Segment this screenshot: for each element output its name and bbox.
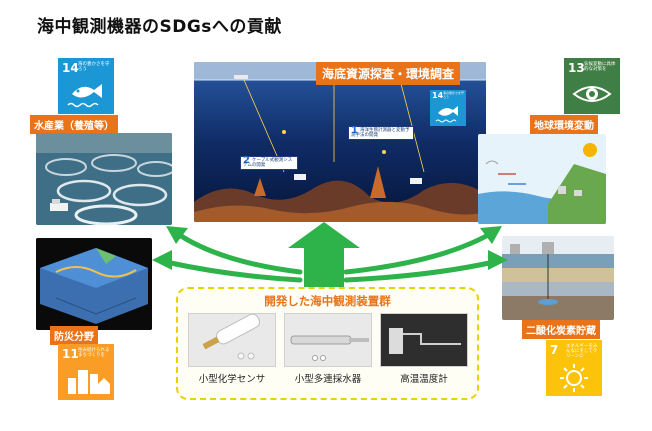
fish-farm-illustration xyxy=(36,133,172,225)
arrow-up-center xyxy=(288,222,360,288)
chemical-sensor-image xyxy=(188,313,276,367)
page-title: 海中観測機器のSDGsへの貢献 xyxy=(37,17,282,37)
label-aquaculture: 水産業（養殖等） xyxy=(30,115,118,134)
sdg-14-badge-left: 14 海の豊かさを守ろう xyxy=(58,58,114,114)
city-buildings-icon xyxy=(68,370,110,394)
thermometer-image xyxy=(380,313,468,367)
arrow-to-disaster xyxy=(163,259,303,283)
sun-power-icon xyxy=(560,364,588,392)
sdg-7-badge: 7 エネルギーをみんなにそしてクリーンに xyxy=(546,340,602,396)
sdg-14-badge-center: 14 海の豊かさを守ろう xyxy=(430,90,466,126)
global-environment-image xyxy=(478,134,606,224)
sdg-11-badge: 11 住み続けられるまちづくりを xyxy=(58,344,114,400)
label-seabed-survey: 海底資源探査・環境調査 xyxy=(316,62,461,85)
water-sampler-illustration xyxy=(285,314,371,366)
thermometer-illustration xyxy=(381,314,467,366)
sdg-text: エネルギーをみんなにそしてクリーンに xyxy=(566,344,598,359)
carbon-cycle-illustration xyxy=(478,134,606,224)
step-tag-2: 2 ケーブル式観測システムの開発 xyxy=(240,156,298,170)
sdg-text: 海の豊かさを守ろう xyxy=(443,91,465,99)
arrowhead-aquaculture xyxy=(166,226,188,244)
step-text: ケーブル式観測システムの開発 xyxy=(243,158,293,168)
arrow-to-co2 xyxy=(343,259,497,283)
sdg-number: 14 xyxy=(432,91,444,100)
arrowhead-environment xyxy=(480,226,502,244)
step-tag-1: 1 海洋生態計測器と変動予測手法の開発 xyxy=(348,126,414,140)
earth-eye-icon xyxy=(572,86,612,102)
step-text: 海洋生態計測器と変動予測手法の開発 xyxy=(351,128,410,138)
disaster-prevention-image xyxy=(36,238,152,330)
label-global-environment: 地球環境変動 xyxy=(530,115,598,134)
devices-group: 開発した海中観測装置群 小型化学センサ 小型多連採水器 高温温度計 xyxy=(176,287,479,400)
sdg-text: 住み続けられるまちづくりを xyxy=(78,348,110,358)
ocean-survey-illustration xyxy=(194,62,486,222)
step-number: 1 xyxy=(351,125,358,136)
ocean-survey-image xyxy=(194,62,486,222)
arrow-to-aquaculture xyxy=(175,231,303,275)
label-disaster-prevention: 防災分野 xyxy=(50,326,98,345)
fish-icon xyxy=(67,84,102,108)
geological-layers-illustration xyxy=(502,236,614,320)
arrow-to-environment xyxy=(343,231,493,275)
sdg-number: 11 xyxy=(62,347,79,361)
sdg-text: 海の豊かさを守ろう xyxy=(78,62,110,72)
device-caption-chemical-sensor: 小型化学センサ xyxy=(198,374,266,385)
chemical-sensor-illustration xyxy=(189,314,275,366)
sdg-number: 13 xyxy=(568,61,585,75)
label-co2-storage: 二酸化炭素貯蔵 xyxy=(522,320,600,339)
co2-storage-image xyxy=(502,236,614,320)
water-sampler-image xyxy=(284,313,372,367)
sdg-number: 14 xyxy=(62,61,79,75)
device-caption-water-sampler: 小型多連採水器 xyxy=(294,374,362,385)
sdg-number: 7 xyxy=(550,343,559,357)
sdg-13-badge: 13 気候変動に具体的な対策を xyxy=(564,58,620,114)
fish-icon xyxy=(435,106,458,123)
arrowhead-disaster xyxy=(152,250,172,270)
seafloor-terrain-illustration xyxy=(36,238,152,330)
device-caption-thermometer: 高温温度計 xyxy=(400,374,448,385)
sdg-text: 気候変動に具体的な対策を xyxy=(584,62,616,72)
devices-title: 開発した海中観測装置群 xyxy=(264,294,391,308)
step-number: 2 xyxy=(243,155,250,166)
aquaculture-image xyxy=(36,133,172,225)
arrowhead-co2 xyxy=(488,250,508,270)
